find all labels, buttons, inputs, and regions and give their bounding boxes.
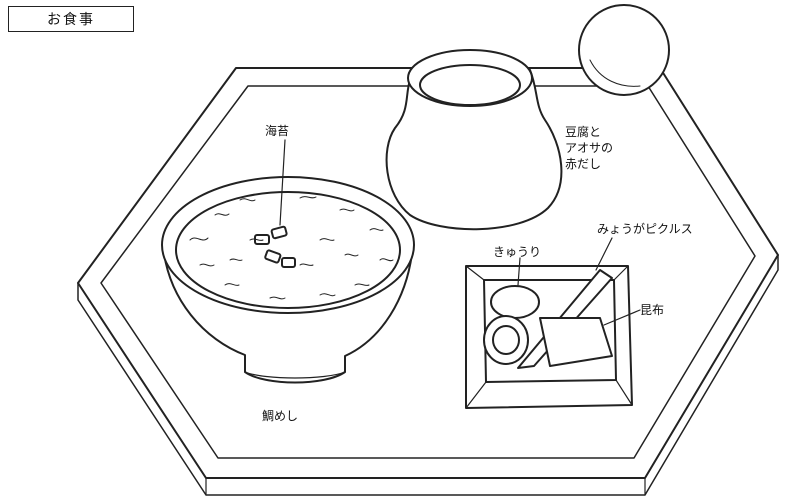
rice-bowl	[161, 176, 415, 384]
page-title: お食事	[8, 6, 134, 32]
label-miso-line2: アオサの	[565, 141, 614, 155]
round-sweet	[578, 4, 670, 96]
label-nori: 海苔	[265, 124, 290, 138]
pickle-box	[465, 265, 633, 409]
label-miso-soup: 豆腐と アオサの 赤だし	[565, 124, 613, 172]
label-tai-meshi: 鯛めし	[262, 409, 299, 423]
soup-cup	[385, 49, 563, 231]
leader-lines	[279, 139, 641, 326]
label-myoga-pickles: みょうがピクルス	[597, 222, 693, 236]
label-cucumber: きゅうり	[493, 245, 542, 259]
label-miso-line3: 赤だし	[565, 157, 602, 171]
label-konbu: 昆布	[640, 303, 665, 317]
label-miso-line1: 豆腐と	[565, 125, 602, 139]
